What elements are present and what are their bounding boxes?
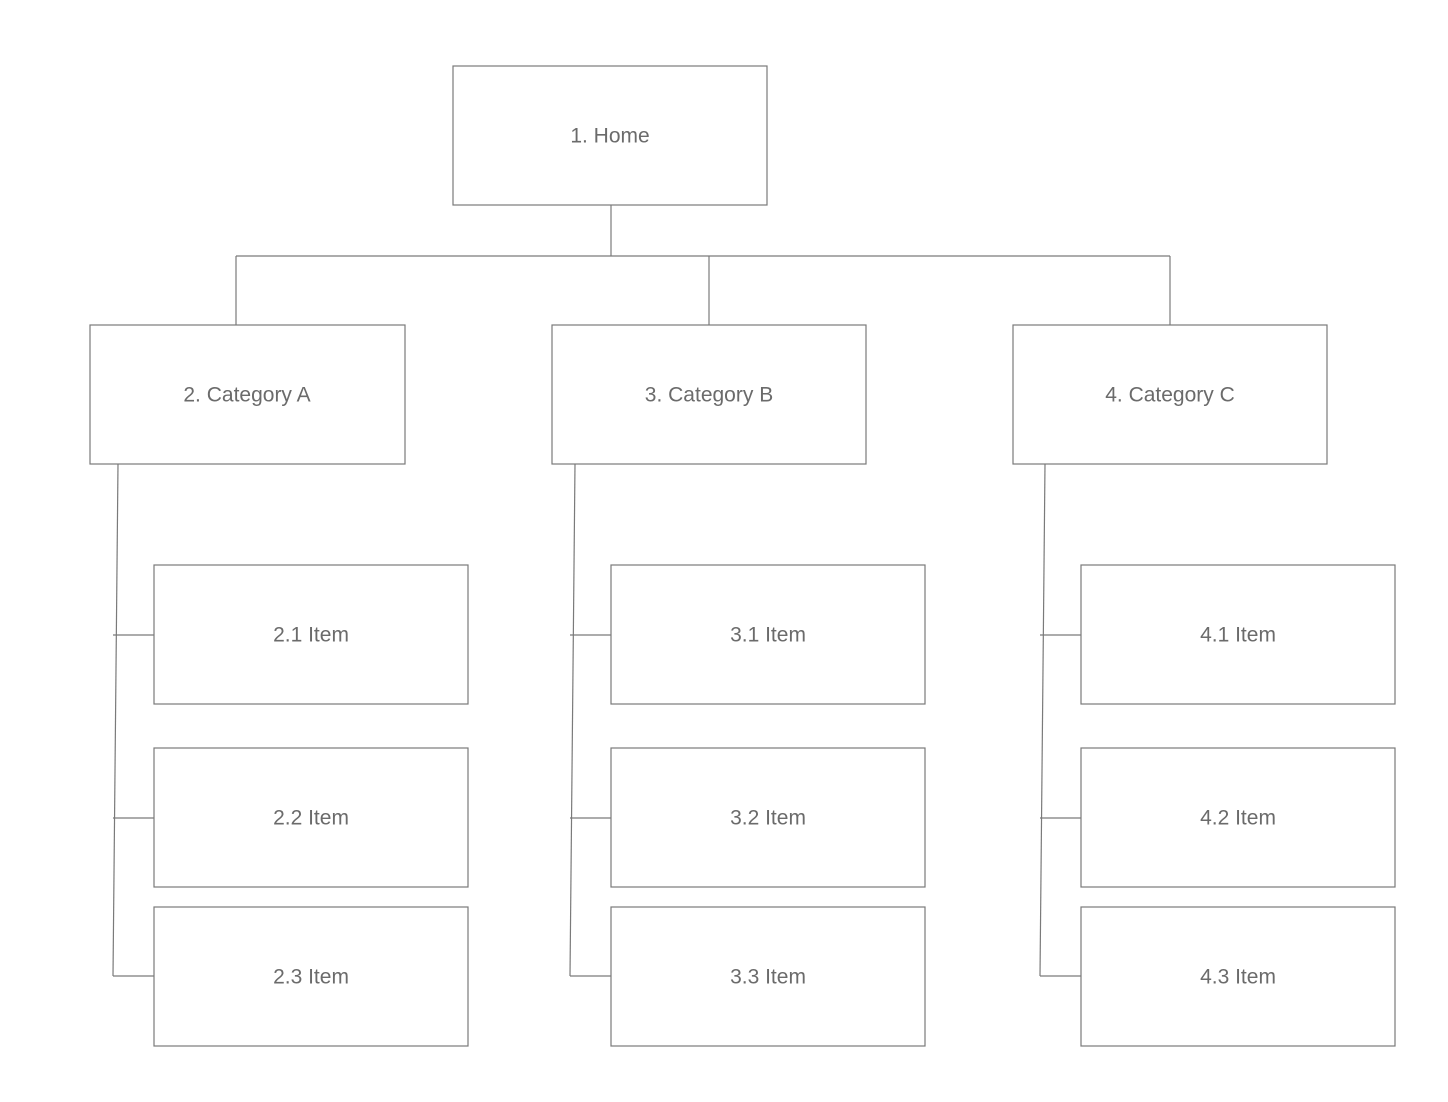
node-category-b-label: 3. Category B — [645, 384, 773, 407]
connector-category-a-spine — [112, 463, 119, 977]
node-category-a-label: 2. Category A — [183, 384, 310, 407]
node-home-label: 1. Home — [570, 125, 649, 148]
node-category-c-label: 4. Category C — [1105, 384, 1235, 407]
node-item-4-1[interactable]: 4.1 Item — [1080, 564, 1396, 705]
connector-category-b-spine — [569, 463, 576, 977]
node-item-4-2-label: 4.2 Item — [1200, 807, 1276, 830]
node-item-2-2-label: 2.2 Item — [273, 807, 349, 830]
node-home[interactable]: 1. Home — [452, 65, 768, 206]
node-home-box — [452, 65, 768, 206]
connectors-category-a — [112, 463, 154, 977]
node-item-3-3[interactable]: 3.3 Item — [610, 906, 926, 1047]
node-item-3-3-label: 3.3 Item — [730, 966, 806, 989]
node-item-2-1[interactable]: 2.1 Item — [153, 564, 469, 705]
node-item-4-3[interactable]: 4.3 Item — [1080, 906, 1396, 1047]
node-item-4-3-label: 4.3 Item — [1200, 966, 1276, 989]
node-item-2-1-box — [153, 564, 469, 705]
node-item-4-1-box — [1080, 564, 1396, 705]
node-item-2-2[interactable]: 2.2 Item — [153, 747, 469, 888]
connector-category-c-spine — [1039, 463, 1046, 977]
connectors-category-c — [1039, 463, 1081, 977]
node-item-2-2-box — [153, 747, 469, 888]
node-item-3-1-label: 3.1 Item — [730, 624, 806, 647]
node-item-3-2-box — [610, 747, 926, 888]
node-item-4-3-box — [1080, 906, 1396, 1047]
node-item-4-2[interactable]: 4.2 Item — [1080, 747, 1396, 888]
connectors-root — [235, 205, 1171, 325]
connectors-category-b — [569, 463, 611, 977]
node-item-2-3-box — [153, 906, 469, 1047]
node-category-c[interactable]: 4. Category C — [1012, 324, 1328, 465]
node-category-c-box — [1012, 324, 1328, 465]
node-item-4-2-box — [1080, 747, 1396, 888]
node-item-3-3-box — [610, 906, 926, 1047]
node-item-3-1[interactable]: 3.1 Item — [610, 564, 926, 705]
node-item-3-1-box — [610, 564, 926, 705]
node-item-2-1-label: 2.1 Item — [273, 624, 349, 647]
node-category-a-box — [89, 324, 406, 465]
node-category-b[interactable]: 3. Category B — [551, 324, 867, 465]
node-item-3-2[interactable]: 3.2 Item — [610, 747, 926, 888]
node-item-3-2-label: 3.2 Item — [730, 807, 806, 830]
node-item-2-3[interactable]: 2.3 Item — [153, 906, 469, 1047]
node-item-2-3-label: 2.3 Item — [273, 966, 349, 989]
node-item-4-1-label: 4.1 Item — [1200, 624, 1276, 647]
node-category-a[interactable]: 2. Category A — [89, 324, 406, 465]
node-category-b-box — [551, 324, 867, 465]
